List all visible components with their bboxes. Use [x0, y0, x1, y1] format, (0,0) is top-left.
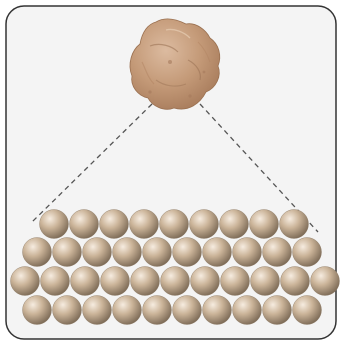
particle-sphere-icon	[11, 267, 40, 296]
particle-sphere-icon	[263, 296, 292, 325]
particle-sphere-icon	[190, 210, 219, 239]
particle-sphere-icon	[280, 210, 309, 239]
particle-sphere-icon	[143, 296, 172, 325]
particle-sphere-icon	[293, 296, 322, 325]
particle-sphere-icon	[203, 296, 232, 325]
particle-sphere-icon	[83, 296, 112, 325]
particle-sphere-icon	[131, 267, 160, 296]
particle-sphere-icon	[233, 238, 262, 267]
particle-sphere-icon	[220, 210, 249, 239]
particle-sphere-icon	[251, 267, 280, 296]
particle-sphere-icon	[233, 296, 262, 325]
particle-sphere-icon	[263, 238, 292, 267]
particle-sphere-icon	[71, 267, 100, 296]
particle-sphere-icon	[53, 296, 82, 325]
particle-sphere-icon	[113, 296, 142, 325]
particle-sphere-icon	[173, 238, 202, 267]
particle-sphere-icon	[221, 267, 250, 296]
particle-sphere-icon	[101, 267, 130, 296]
particle-sphere-icon	[281, 267, 310, 296]
particle-sphere-icon	[23, 238, 52, 267]
particle-sphere-icon	[161, 267, 190, 296]
particle-sphere-icon	[173, 296, 202, 325]
particle-sphere-icon	[40, 210, 69, 239]
particle-sphere-icon	[70, 210, 99, 239]
particle-sphere-icon	[250, 210, 279, 239]
particle-sphere-icon	[53, 238, 82, 267]
particle-sphere-icon	[311, 267, 340, 296]
particle-sphere-icon	[100, 210, 129, 239]
particle-sphere-icon	[293, 238, 322, 267]
particle-sphere-icon	[143, 238, 172, 267]
particle-sphere-icon	[113, 238, 142, 267]
particle-sphere-icon	[130, 210, 159, 239]
particle-sphere-icon	[191, 267, 220, 296]
particle-sphere-icon	[203, 238, 232, 267]
particle-sphere-icon	[41, 267, 70, 296]
particle-sphere-icon	[23, 296, 52, 325]
particle-sphere-icon	[160, 210, 189, 239]
particle-sphere-icon	[83, 238, 112, 267]
